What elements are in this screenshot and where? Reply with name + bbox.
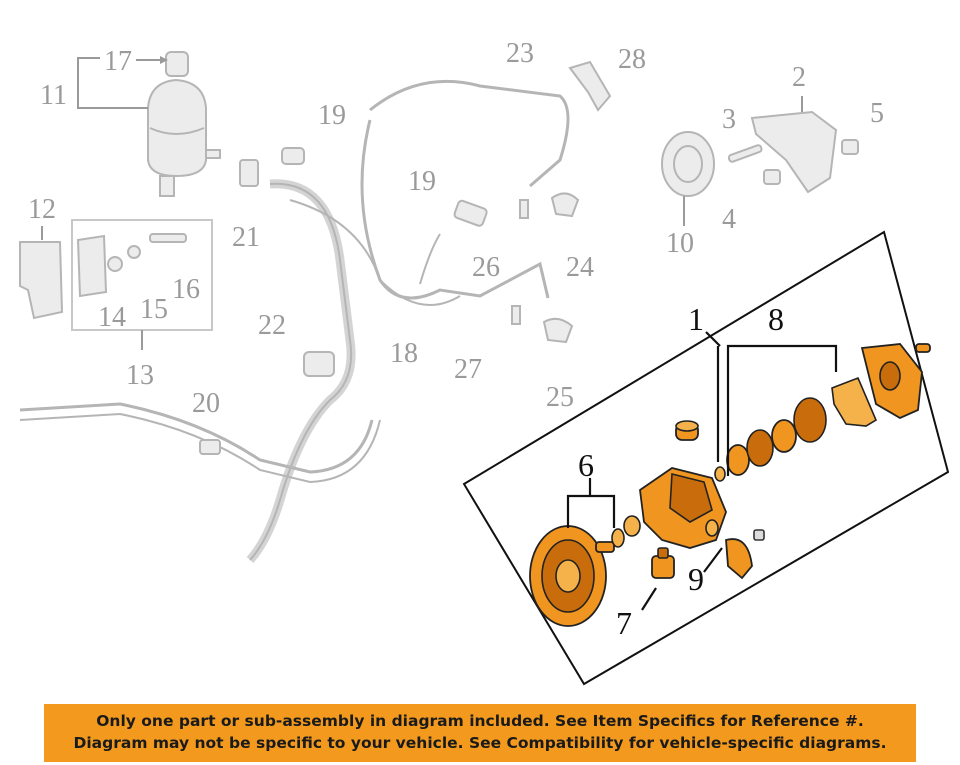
reservoir-assembly: [147, 51, 221, 197]
callout-19a: 19: [318, 100, 346, 131]
callout-12: 12: [28, 194, 56, 225]
callout-3: 3: [722, 104, 736, 135]
callout-7: 7: [616, 605, 632, 641]
callout-16: 16: [172, 274, 200, 305]
callout-23: 23: [506, 38, 534, 69]
callout-5: 5: [870, 98, 884, 129]
callout-26: 26: [472, 252, 500, 283]
callout-24: 24: [566, 252, 594, 283]
callout-28: 28: [618, 44, 646, 75]
callout-19b: 19: [408, 166, 436, 197]
callout-18: 18: [390, 338, 418, 369]
parts-diagram: 1 2 3 4 5 6 7 8 9 10 11 12 13 14 15 16 1…: [19, 38, 950, 686]
callout-9: 9: [688, 561, 704, 597]
callout-14: 14: [98, 302, 126, 333]
callout-13: 13: [126, 360, 154, 391]
disclaimer-line-1: Only one part or sub-assembly in diagram…: [96, 712, 864, 730]
callout-10: 10: [666, 228, 694, 259]
callout-1: 1: [688, 301, 704, 337]
callout-2: 2: [792, 62, 806, 93]
callout-17: 17: [104, 46, 132, 77]
callout-27: 27: [454, 354, 482, 385]
disclaimer-banner: Only one part or sub-assembly in diagram…: [44, 704, 916, 762]
callout-22: 22: [258, 310, 286, 341]
assembly-outline: [462, 230, 950, 686]
callout-4: 4: [722, 204, 736, 235]
idler-bracket-group: [661, 110, 859, 197]
callout-20: 20: [192, 388, 220, 419]
power-steering-pump-assembly: [529, 343, 931, 627]
hose-lines: [19, 80, 570, 564]
callout-25: 25: [546, 382, 574, 413]
callout-11: 11: [40, 80, 67, 111]
callout-8: 8: [768, 301, 784, 337]
callout-21: 21: [232, 222, 260, 253]
callout-6: 6: [578, 447, 594, 483]
disclaimer-line-2: Diagram may not be specific to your vehi…: [73, 734, 887, 752]
callout-15: 15: [140, 294, 168, 325]
